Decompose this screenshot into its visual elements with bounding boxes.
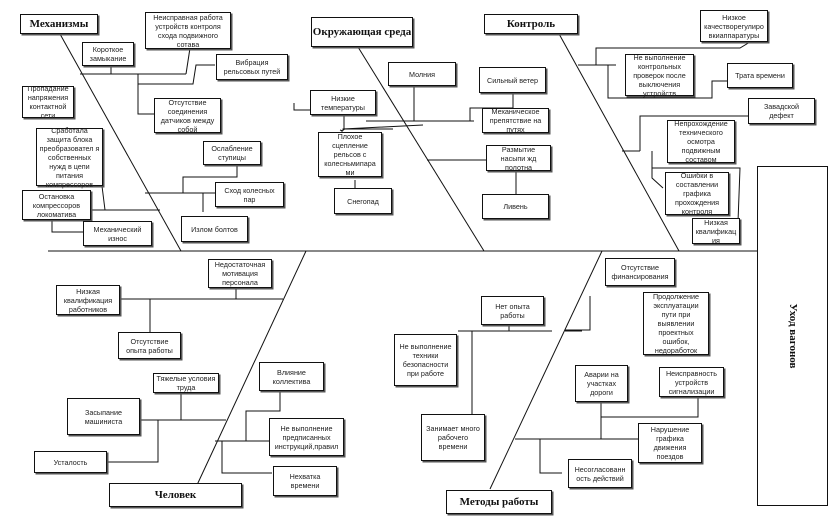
cause-box: Тяжелые условия труда [153,373,219,393]
cause-box: Сильный ветер [479,67,546,93]
cause-box: Низкая квалификац ия [692,218,740,245]
cause-box: Непрохождение технического осмотра подви… [667,119,735,164]
cause-box: Завадской дефект [748,98,815,124]
cause-box: Усталость [34,451,107,473]
cause-box: Нет опыта работы [481,296,544,325]
cause-box: Низкое качестворегулиро вкиаппаратуры [700,10,768,42]
cause-box: Отсутствие финансирования [605,258,675,286]
effect-label: Уход вагонов [786,303,799,369]
category-environment: Окружающая среда [311,17,413,47]
cause-box: Трата времени [727,63,793,88]
cause-box: Механическое препятствие на путях [482,107,549,134]
bone-mechanisms [59,33,182,252]
cause-box: Сход колесных пар [215,182,284,207]
cause-box: Влияние коллектива [259,362,324,391]
cause-box: Продолжение эксплуатации пути при выявле… [643,292,709,355]
cause-box: Занимает много рабочего времени [421,414,485,461]
cause-box: Короткое замыкание [82,42,134,66]
cause-box: Молния [388,62,456,86]
cause-box: Неисправность устройств сигнализации [659,367,724,397]
category-human: Человек [109,483,242,507]
cause-box: Не выполнение контрольных проверок после… [625,53,694,98]
cause-box: Нарушение графика движения поездов [638,423,702,463]
bone-methods [489,250,603,490]
cause-box: Ливень [482,194,549,219]
cause-box: Отсутствие опыта работы [118,332,181,359]
cause-box: Недостаточная мотивация персонала [208,259,272,288]
effect-box: Уход вагонов [757,166,828,506]
cause-box: Неисправная работа устройств контроля сх… [145,12,231,49]
cause-box: Несогласованн ость действий [568,459,632,488]
cause-box: Не выполнение техники безопасности при р… [394,334,457,386]
cause-box: Вибрация рельсовых путей [216,54,288,80]
cause-box: Размытие насыпи жд полотна [486,145,551,172]
cause-box: Аварии на участках дороги [575,365,628,402]
bone-control [557,31,680,252]
cause-box: Низкие температуры [310,90,376,115]
cause-box: Нехватка времени [273,466,337,496]
cause-box: Не выполнение предписанных инструкций,пр… [269,418,344,456]
cause-box: Ослабление ступицы [203,141,261,165]
cause-box: Излом болтов [181,216,248,242]
category-control: Контроль [484,14,578,34]
cause-box: Плохое сцепление рельсов с колесньмипара… [318,132,382,177]
cause-box: Отсутствие соединения датчиков между соб… [154,98,221,134]
cause-box: Низкая квалификация работников [56,285,120,315]
category-mechanisms: Механизмы [20,14,98,34]
category-methods: Методы работы [446,490,552,514]
cause-box: Засыпание машиниста [67,398,140,435]
cause-box: Механический износ [83,221,152,246]
bone-human [196,250,307,486]
cause-box: Ошибки в составлении графика прохождения… [665,171,729,216]
cause-box: Пропадание напряжения контактной сети [22,84,74,120]
cause-box: Остановка компрессоров локоматива [22,190,91,220]
cause-box: Сработала защита блока преобразовател я … [36,126,103,189]
cause-box: Снегопад [334,188,392,214]
bone-environment [357,46,485,252]
